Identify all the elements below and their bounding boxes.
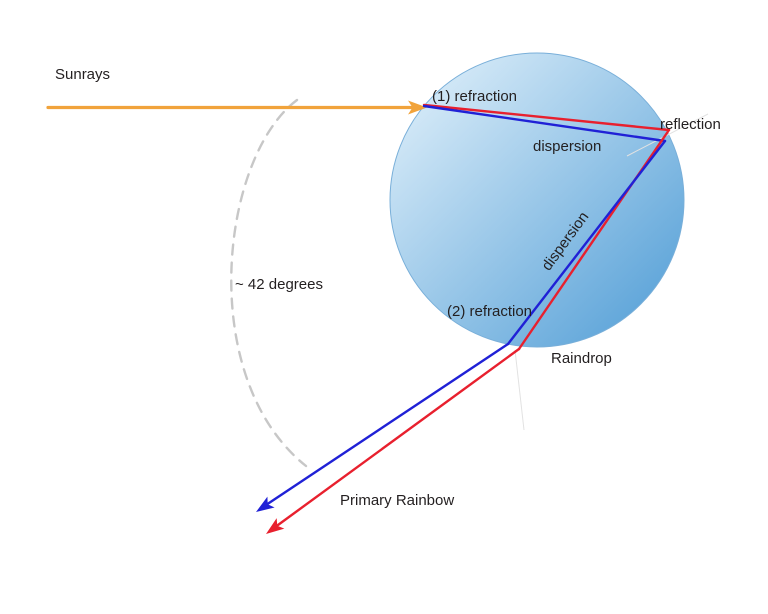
raindrop-circle <box>389 52 685 348</box>
sunrays-label: Sunrays <box>55 66 110 83</box>
refraction2-label: (2) refraction <box>447 303 532 320</box>
angle-label: ~ 42 degrees <box>235 276 323 293</box>
primary-rainbow-label: Primary Rainbow <box>340 492 454 509</box>
normal-line-reflection <box>626 113 709 157</box>
normal-line-exit <box>514 349 525 431</box>
dispersion-top-label: dispersion <box>533 138 601 155</box>
red-ray-exit <box>276 347 521 527</box>
red-arrowhead <box>266 518 285 534</box>
raindrop-label: Raindrop <box>551 350 612 367</box>
blue-ray-exit <box>264 342 510 507</box>
sunray-arrowhead <box>408 100 427 115</box>
blue-ray-entry <box>422 104 667 143</box>
reflection-label: reflection <box>660 116 721 133</box>
refraction1-label: (1) refraction <box>432 88 517 105</box>
angle-arc <box>230 98 308 468</box>
blue-ray-internal <box>506 139 667 346</box>
red-ray-entry <box>422 103 671 132</box>
blue-arrowhead <box>256 496 275 512</box>
